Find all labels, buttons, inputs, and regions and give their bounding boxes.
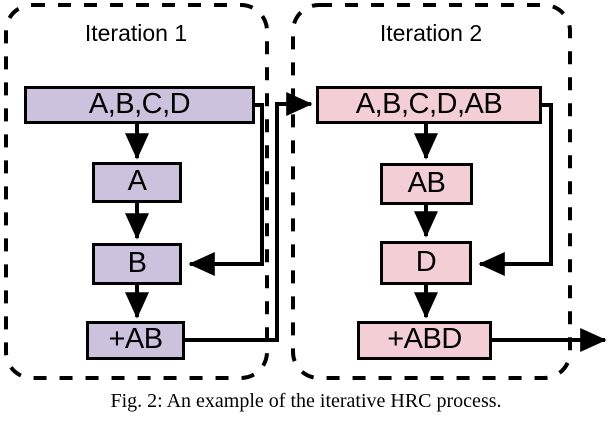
node-i2-step-d[interactable]: D: [380, 241, 472, 285]
node-i2-step-d-label: D: [415, 245, 437, 278]
node-i2-step-ab-label: AB: [407, 166, 446, 199]
node-i1-result[interactable]: +AB: [86, 321, 185, 360]
node-i1-step-b-label: B: [127, 246, 147, 279]
iteration-2-title: Iteration 2: [379, 20, 483, 46]
node-i1-step-b[interactable]: B: [92, 243, 182, 285]
iteration-1-boundary: [4, 3, 269, 380]
node-i2-result-label: +ABD: [387, 323, 462, 355]
node-i1-header[interactable]: A,B,C,D: [24, 86, 255, 124]
node-i1-header-label: A,B,C,D: [88, 87, 191, 120]
figure-caption: Fig. 2: An example of the iterative HRC …: [110, 390, 502, 412]
arrow-i1-result-to-i2-header: [185, 92, 313, 342]
arrow-i2-header-feedback-to-d: [478, 103, 553, 276]
node-i2-result[interactable]: +ABD: [357, 321, 492, 360]
node-i1-step-a[interactable]: A: [92, 162, 182, 203]
node-i2-header-label: A,B,C,D,AB: [355, 87, 503, 120]
iteration-1-title: Iteration 1: [84, 20, 188, 46]
arrow-i1-header-feedback-to-b: [188, 103, 264, 276]
node-i2-step-ab[interactable]: AB: [380, 163, 473, 205]
node-i2-header[interactable]: A,B,C,D,AB: [316, 86, 542, 124]
node-i1-step-a-label: A: [127, 165, 147, 197]
node-i1-result-label: +AB: [108, 323, 163, 355]
iteration-2-boundary: [291, 3, 572, 380]
